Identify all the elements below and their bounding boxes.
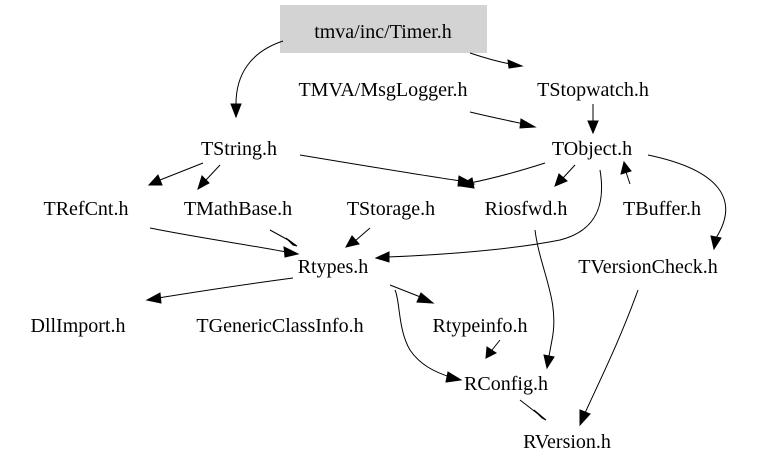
node-tversioncheck: TVersionCheck.h xyxy=(578,256,717,278)
edge-timer-tstopwatch xyxy=(469,52,511,65)
arrowhead xyxy=(507,59,524,69)
root-node-box xyxy=(280,5,487,53)
node-rtypes: Rtypes.h xyxy=(298,256,369,278)
arrowhead xyxy=(519,118,537,129)
arrowhead xyxy=(197,175,210,191)
arrowhead xyxy=(554,173,568,187)
arrowhead xyxy=(374,251,390,263)
node-tstopwatch: TStopwatch.h xyxy=(537,79,649,101)
arrowhead xyxy=(345,235,360,248)
node-dllimport: DllImport.h xyxy=(31,315,126,337)
node-rversion: RVersion.h xyxy=(523,431,611,453)
arrowhead xyxy=(485,346,497,359)
edge-tobject-tstorage xyxy=(562,164,576,179)
node-trefcnt: TRefCnt.h xyxy=(44,198,129,220)
arrowhead xyxy=(145,292,162,304)
arrowhead xyxy=(533,409,547,421)
arrowhead xyxy=(587,120,599,135)
arrowhead xyxy=(579,409,591,427)
arrowhead xyxy=(416,292,435,304)
nodes: tmva/inc/Timer.h TMVA/MsgLogger.h TStopw… xyxy=(31,21,718,453)
node-tstorage: TStorage.h xyxy=(347,198,435,220)
edge-tobject-rtypes xyxy=(386,169,603,258)
edge-rtypes-rconfig xyxy=(394,289,451,378)
edge-rtypes-rtypeinfo xyxy=(389,284,424,299)
arrowhead xyxy=(620,160,632,175)
edge-rtypes-dllimport xyxy=(157,277,294,299)
edge-tbuffer-tobject xyxy=(625,171,631,185)
arrowhead xyxy=(458,177,475,189)
node-rtypeinfo: Rtypeinfo.h xyxy=(433,315,528,337)
edge-rtypeinfo-rconfig xyxy=(491,339,501,351)
edge-tstring-riosfwd xyxy=(299,154,462,182)
arrowhead xyxy=(230,103,242,119)
edge-trefcnt-rtypes xyxy=(149,227,287,253)
edges xyxy=(149,40,726,415)
node-tobject: TObject.h xyxy=(552,138,632,160)
node-timer: tmva/inc/Timer.h xyxy=(314,21,452,43)
node-tgenericclassinfo: TGenericClassInfo.h xyxy=(196,315,363,337)
node-tmathbase: TMathBase.h xyxy=(184,198,292,220)
arrowhead xyxy=(445,371,463,383)
edge-tobject-riosfwd xyxy=(469,162,546,184)
edge-tstring-tmathbase xyxy=(205,164,221,181)
arrowheads xyxy=(145,59,722,427)
node-riosfwd: Riosfwd.h xyxy=(485,198,568,220)
node-rconfig: RConfig.h xyxy=(464,373,548,395)
node-tbuffer: TBuffer.h xyxy=(623,198,701,220)
arrowhead xyxy=(147,174,163,186)
edge-tstorage-rtypes xyxy=(354,227,371,242)
arrowhead xyxy=(283,246,300,258)
edge-riosfwd-rconfig xyxy=(534,229,555,357)
arrowhead xyxy=(285,237,298,247)
node-tstring: TString.h xyxy=(201,138,277,160)
arrowhead xyxy=(543,354,555,370)
edge-tversioncheck-rversion xyxy=(584,289,639,414)
edge-tstring-trefcnt xyxy=(159,162,204,181)
edge-timer-tstring xyxy=(235,40,284,105)
arrowhead xyxy=(710,235,722,251)
edge-msglogger-tobject xyxy=(469,111,525,125)
node-msglogger: TMVA/MsgLogger.h xyxy=(298,79,467,101)
edge-tobject-tversioncheck xyxy=(647,154,726,239)
